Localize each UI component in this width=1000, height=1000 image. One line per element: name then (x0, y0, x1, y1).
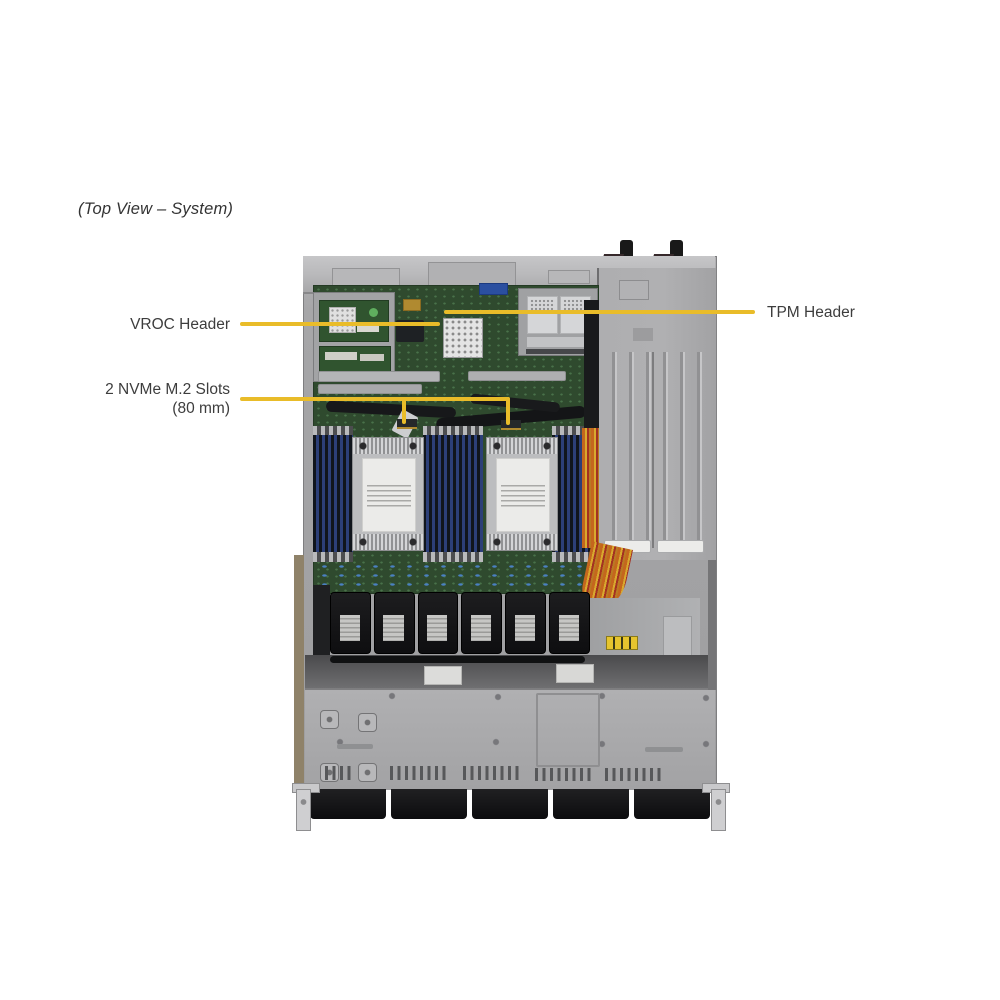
heatsink-warning-label (496, 458, 550, 532)
m2-slot (501, 420, 521, 430)
callout-line-vroc (240, 322, 440, 326)
chassis-right-wall (708, 560, 716, 690)
screw-boss (358, 763, 377, 782)
callout-line-nvme-drop2 (506, 397, 510, 425)
riser-heatsink (329, 307, 356, 333)
capacitor-row (316, 562, 594, 588)
riser-led (369, 308, 378, 317)
io-module (527, 296, 558, 334)
screw-boss (320, 710, 339, 729)
drive-module (553, 789, 629, 819)
board-component (403, 299, 421, 311)
vent-slots (535, 768, 591, 781)
callout-label-vroc: VROC Header (130, 316, 230, 333)
callout-label-nvme: 2 NVMe M.2 Slots (80 mm) (85, 380, 230, 418)
drive-module (472, 789, 548, 819)
cover-panel-outline (536, 693, 600, 767)
cable-bundle (582, 428, 599, 548)
psu-cutout (633, 328, 653, 341)
pcie-slot (318, 371, 440, 382)
m2-slot (397, 419, 417, 429)
rail-bracket (332, 268, 400, 286)
figure-caption: (Top View – System) (78, 200, 234, 218)
drive-modules (310, 789, 710, 819)
mounting-ear-left (296, 789, 311, 831)
callout-line-tpm (444, 310, 755, 314)
fan (330, 592, 371, 654)
psu-ribs (600, 352, 710, 548)
psu-divider (652, 352, 654, 548)
cable (330, 656, 585, 663)
vent-slots (605, 768, 663, 781)
callout-label-nvme-line1: 2 NVMe M.2 Slots (105, 381, 230, 398)
drive-module (391, 789, 467, 819)
psu-cutout (619, 280, 649, 300)
dimm-bank (423, 426, 483, 562)
vroc-header-component (443, 318, 483, 358)
panel-tab (663, 616, 692, 660)
fan (373, 592, 415, 654)
vent-slots (463, 766, 519, 780)
riser-sticker (357, 325, 379, 332)
heatsink-warning-label (362, 458, 416, 532)
rail-bracket (428, 262, 516, 286)
cpu-heatsink (486, 437, 558, 551)
io-slot (527, 337, 589, 347)
callout-line-nvme (240, 397, 510, 401)
cable (584, 300, 599, 428)
cover-slot (645, 747, 683, 752)
riser-sticker (325, 352, 357, 360)
cpu-heatsink (352, 437, 424, 551)
rail-bracket (548, 270, 590, 284)
chassis-left-wall (294, 555, 304, 788)
screw-boss (358, 713, 377, 732)
callout-label-nvme-line2: (80 mm) (172, 400, 230, 417)
fan (461, 592, 503, 654)
vent-slots (325, 766, 355, 780)
callout-line-nvme-drop1 (402, 397, 406, 424)
board-connector (479, 283, 508, 295)
fan-wall (313, 585, 330, 655)
io-slot (526, 349, 590, 354)
psu-latch (657, 540, 704, 553)
warning-sticker (606, 636, 638, 650)
cover-slot (337, 744, 373, 749)
fan-row (330, 592, 590, 654)
dimm-bank (313, 426, 353, 562)
mounting-ear-right (711, 789, 726, 831)
fan (549, 592, 590, 654)
fan (505, 592, 547, 654)
power-connector (556, 664, 594, 683)
callout-label-tpm: TPM Header (767, 304, 855, 321)
power-connector (424, 666, 462, 685)
pcie-slot (318, 384, 422, 394)
pcie-slot (468, 371, 566, 381)
riser-sticker (360, 354, 384, 361)
vent-slots (390, 766, 448, 780)
drive-module (310, 789, 386, 819)
fan (417, 592, 459, 654)
drive-module (634, 789, 710, 819)
